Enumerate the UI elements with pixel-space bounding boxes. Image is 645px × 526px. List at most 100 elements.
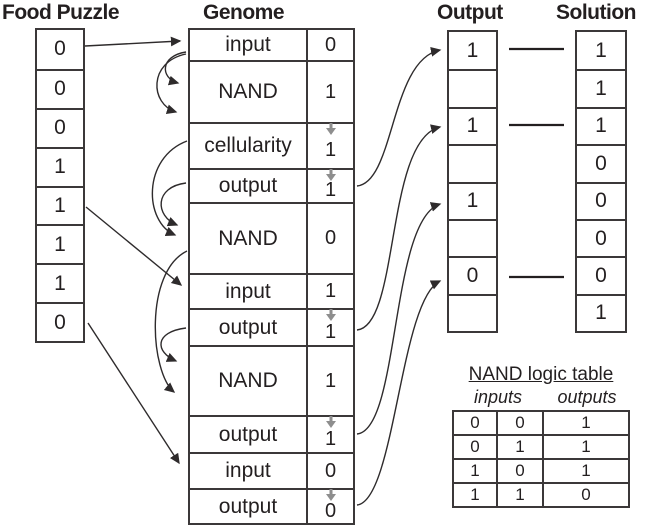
output-cell <box>449 69 496 106</box>
genome-row: input 1 <box>190 273 353 308</box>
nand-table-title: NAND logic table <box>468 364 614 385</box>
genome-row-value: 0 <box>324 459 337 482</box>
genome-row-value-text: 1 <box>324 427 337 450</box>
output-cell <box>449 218 496 256</box>
nand-cell: 1 <box>453 483 497 507</box>
genome-row: cellularity 1 <box>190 122 353 168</box>
nand-outputs-header: outputs <box>557 387 617 407</box>
genome-row-value-text: 1 <box>324 320 337 343</box>
nand-cell: 1 <box>543 459 629 483</box>
down-arrow-icon <box>325 123 336 135</box>
solution-cell: 0 <box>577 181 625 219</box>
solution-cell: 1 <box>577 293 625 331</box>
food-puzzle-cell: 1 <box>37 146 83 186</box>
down-arrow-icon <box>325 309 336 321</box>
output-title: Output <box>437 1 503 24</box>
food-puzzle-cell: 1 <box>37 263 83 302</box>
genome-row-label: output <box>190 170 308 202</box>
nand-cell: 1 <box>543 435 629 459</box>
nand-cell: 1 <box>497 435 543 459</box>
genome-table: input 0 NAND 1 cellularity 1 output 1 NA… <box>188 28 355 525</box>
nand-cell: 0 <box>543 483 629 507</box>
nand-inputs-header: inputs <box>473 387 523 407</box>
curve-output1-to-outputcol <box>356 47 442 187</box>
nand-cell: 1 <box>543 411 629 435</box>
food-puzzle-cell: 0 <box>37 302 83 341</box>
genome-row: output 1 <box>190 308 353 345</box>
output-cell: 1 <box>449 106 496 144</box>
solution-cell: 1 <box>577 69 625 106</box>
solution-cell: 0 <box>577 144 625 181</box>
arc-output-to-nand3 <box>160 327 187 362</box>
down-arrow-icon <box>325 489 336 501</box>
genome-row: NAND 0 <box>190 202 353 273</box>
curve-output2-to-outputcol <box>356 124 442 331</box>
genome-row: NAND 1 <box>190 345 353 415</box>
arc-input-to-nand1-a <box>164 51 187 86</box>
food-puzzle-column: 0 0 0 1 1 1 1 0 <box>35 28 85 343</box>
output-cell: 0 <box>449 256 496 293</box>
arc-output-to-nand2 <box>160 182 187 227</box>
solution-cell: 0 <box>577 256 625 293</box>
nand-table-headers: inputs outputs <box>452 387 630 408</box>
genome-row-value: 0 <box>324 33 337 56</box>
genome-row-value: 1 <box>324 369 337 392</box>
genome-row-value: 1 <box>324 80 337 103</box>
solution-cell: 1 <box>577 106 625 144</box>
output-cell: 1 <box>466 38 479 62</box>
genome-row-label: cellularity <box>190 124 308 168</box>
solution-column: 1 1 1 0 0 0 0 1 <box>575 30 627 333</box>
nand-cell: 1 <box>497 483 543 507</box>
genome-row-label: NAND <box>190 62 308 122</box>
genome-row: NAND 1 <box>190 60 353 122</box>
food-puzzle-cell: 1 <box>37 185 83 225</box>
arc-cellularity-to-nand2 <box>151 140 188 236</box>
genome-row-value: 0 <box>308 489 353 523</box>
genome-row-label: NAND <box>190 204 308 273</box>
genome-row-value: 1 <box>308 416 353 452</box>
genome-row-label: input <box>190 454 308 488</box>
nand-cell: 1 <box>453 459 497 483</box>
nand-cell: 0 <box>453 435 497 459</box>
food-puzzle-cell: 0 <box>37 107 83 147</box>
genome-row: output 1 <box>190 168 353 202</box>
food-puzzle-cell: 0 <box>54 37 66 61</box>
output-column: 1 1 1 0 <box>447 30 498 333</box>
genome-row-label: input <box>190 275 308 308</box>
arrow-food5-to-input <box>85 206 183 286</box>
arrow-food1-to-input <box>84 36 182 47</box>
arc-nand2-to-nand3 <box>154 250 188 393</box>
output-cell: 1 <box>449 181 496 219</box>
food-puzzle-title: Food Puzzle <box>2 1 120 24</box>
curve-output3-to-outputcol <box>356 202 442 435</box>
solution-cell: 1 <box>595 38 607 62</box>
genome-row-label: output <box>190 417 308 452</box>
curve-output4-to-outputcol <box>356 280 442 506</box>
food-puzzle-cell: 0 <box>37 68 83 108</box>
genome-row-value-text: 1 <box>324 139 337 161</box>
genome-row-value: 0 <box>324 227 337 249</box>
solution-cell: 0 <box>577 218 625 256</box>
nand-logic-table-block: NAND logic table inputs outputs 0 0 1 0 … <box>452 364 630 508</box>
genome-row-value: 1 <box>308 309 353 345</box>
solution-title: Solution <box>556 1 636 24</box>
genome-row-label: input <box>190 30 308 60</box>
nand-truth-table: 0 0 1 0 1 1 1 0 1 1 1 0 <box>452 410 630 508</box>
genome-row-value-text: 1 <box>324 179 337 201</box>
genome-row-value: 1 <box>324 280 337 302</box>
output-cell <box>449 144 496 181</box>
genome-row-value-text: 0 <box>324 499 337 522</box>
genome-row: output 1 <box>190 415 353 452</box>
genome-row-label: output <box>190 490 308 523</box>
genome-row-value: 1 <box>308 123 353 168</box>
genome-title: Genome <box>203 1 285 24</box>
nand-cell: 0 <box>497 459 543 483</box>
genome-row-value: 1 <box>308 169 353 202</box>
food-puzzle-cell: 1 <box>37 224 83 263</box>
down-arrow-icon <box>325 169 336 181</box>
arc-input-to-nand1-b <box>156 53 187 114</box>
arrow-food8-to-input <box>87 322 180 465</box>
genome-row: input 0 <box>190 30 353 60</box>
genome-row-label: output <box>190 310 308 345</box>
